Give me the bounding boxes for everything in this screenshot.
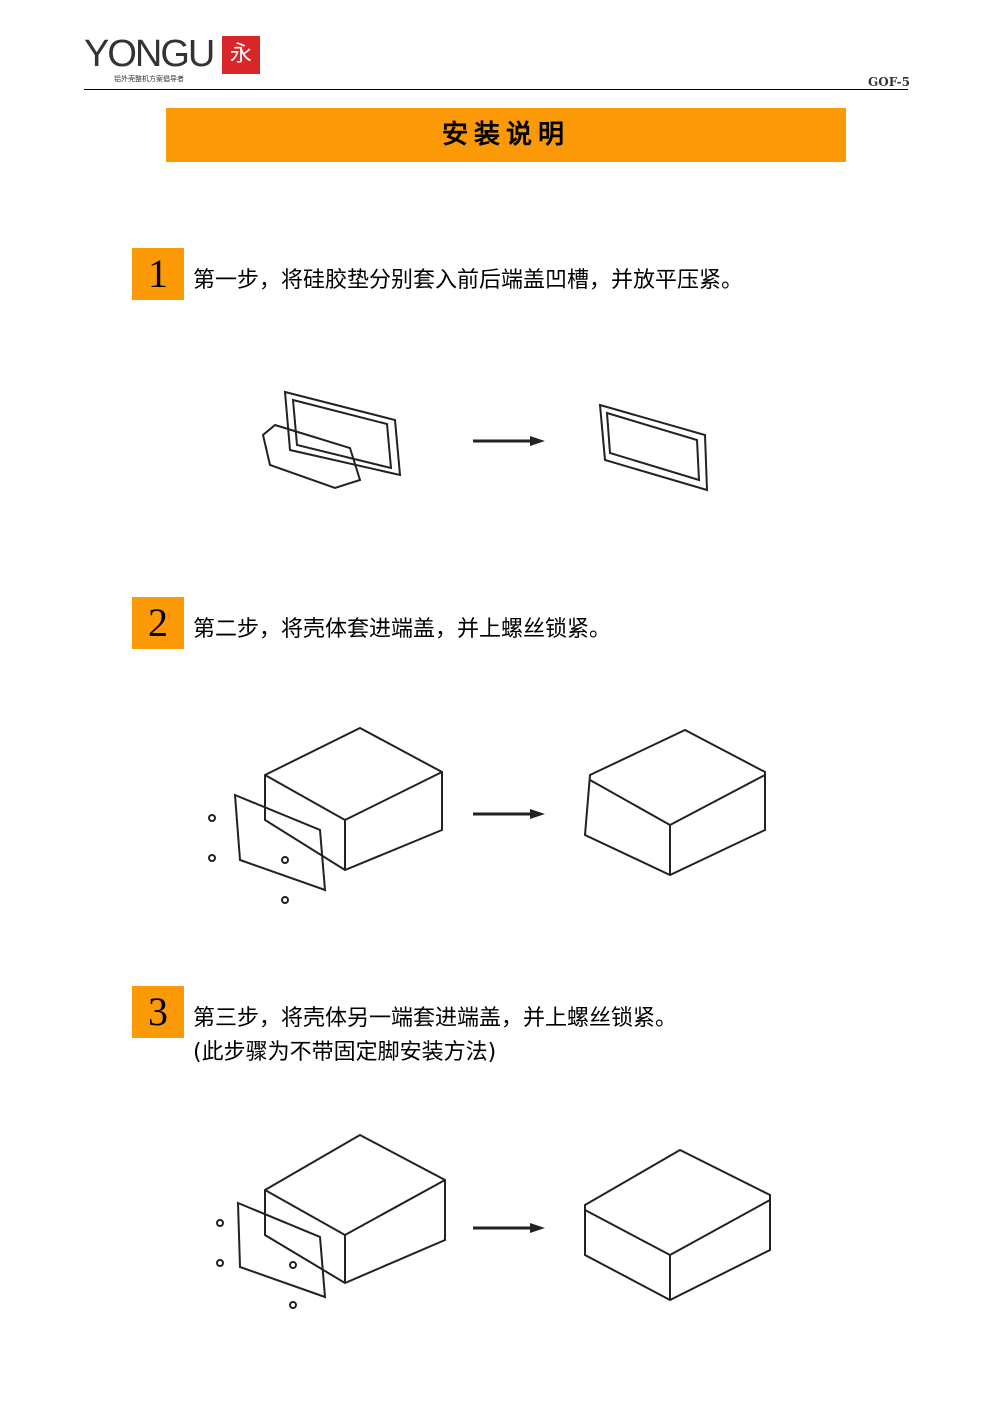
step-number: 2 bbox=[132, 597, 184, 649]
header-divider bbox=[84, 89, 908, 90]
step1-illustration bbox=[261, 390, 709, 492]
step-text: 第一步，将硅胶垫分别套入前后端盖凹槽，并放平压紧。 bbox=[193, 268, 744, 293]
arrow-icon bbox=[473, 436, 545, 446]
step3-illustration bbox=[216, 1133, 771, 1309]
step-note: (此步骤为不带固定脚安装方法) bbox=[193, 1040, 497, 1065]
arrow-icon bbox=[473, 1223, 545, 1233]
step-number: 1 bbox=[132, 248, 184, 300]
logo-text: YONGU bbox=[84, 33, 215, 75]
document-code: GOF-5 bbox=[868, 75, 911, 89]
step-number: 3 bbox=[132, 986, 184, 1038]
page-title: 安装说明 bbox=[166, 108, 846, 162]
arrow-icon bbox=[473, 809, 545, 819]
logo-seal: 永祖 bbox=[222, 36, 260, 105]
logo-tagline: 铝外壳整机方案倡导者 bbox=[114, 75, 184, 83]
step-text: 第三步，将壳体另一端套进端盖，并上螺丝锁紧。 bbox=[193, 1006, 678, 1031]
step-text: 第二步，将壳体套进端盖，并上螺丝锁紧。 bbox=[193, 617, 612, 642]
step2-illustration bbox=[208, 726, 766, 904]
